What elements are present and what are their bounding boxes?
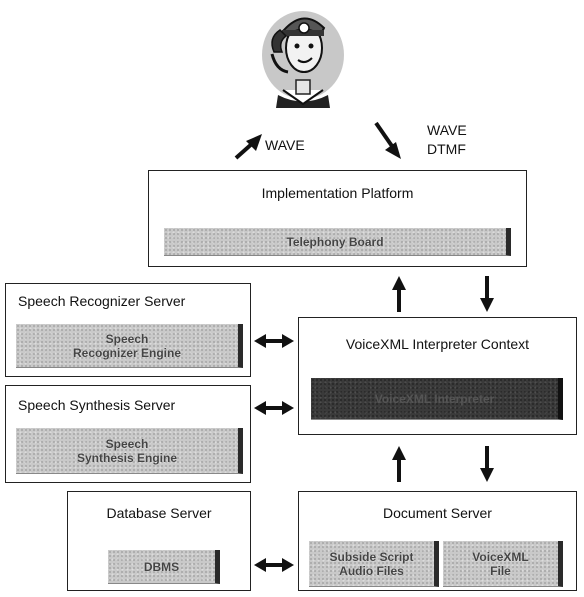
document-up-arrow xyxy=(392,446,406,482)
subside-script-audio-files: Subside Script Audio Files xyxy=(309,541,439,587)
wave-dtmf-down-arrow xyxy=(374,121,401,159)
platform-up-arrow xyxy=(392,276,406,312)
telephone-user-icon xyxy=(262,11,344,108)
synthesis-interpreter-arrow xyxy=(254,401,294,415)
telephony-board-label: Telephony Board xyxy=(286,234,384,249)
document-server-title: Document Server xyxy=(383,505,492,521)
speech-recognizer-engine: Speech Recognizer Engine xyxy=(16,324,243,368)
wave-up-arrow xyxy=(234,134,262,160)
implementation-platform-box: Implementation Platform Telephony Board xyxy=(148,170,527,267)
voicexml-interpreter: VoiceXML Interpreter xyxy=(311,378,563,420)
speech-recognizer-engine-label: Speech Recognizer Engine xyxy=(72,331,182,360)
speech-recognizer-server-title: Speech Recognizer Server xyxy=(18,293,186,309)
database-server-title: Database Server xyxy=(106,505,212,521)
document-down-arrow xyxy=(480,446,494,482)
dbms-label: DBMS xyxy=(143,559,180,574)
speech-synthesis-server-box: Speech Synthesis Server Speech Synthesis… xyxy=(5,385,251,483)
speech-synthesis-server-title: Speech Synthesis Server xyxy=(18,397,176,413)
database-document-arrow xyxy=(254,558,294,572)
wave-up-label: WAVE xyxy=(265,137,305,153)
voicexml-interpreter-context-title: VoiceXML Interpreter Context xyxy=(345,336,530,352)
dtmf-down-label: DTMF xyxy=(427,141,466,157)
subside-script-audio-files-label: Subside Script Audio Files xyxy=(329,549,414,578)
document-server-box: Document Server Subside Script Audio Fil… xyxy=(298,491,577,591)
recognizer-interpreter-arrow xyxy=(254,334,294,348)
voicexml-file: VoiceXML File xyxy=(443,541,563,587)
dbms: DBMS xyxy=(108,550,220,584)
voicexml-interpreter-context-box: VoiceXML Interpreter Context VoiceXML In… xyxy=(298,317,577,435)
telephony-board: Telephony Board xyxy=(164,228,511,256)
speech-synthesis-engine-label: Speech Synthesis Engine xyxy=(76,436,178,465)
wave-down-label: WAVE xyxy=(427,122,467,138)
platform-down-arrow xyxy=(480,276,494,312)
implementation-platform-title: Implementation Platform xyxy=(261,185,414,201)
voicexml-file-label: VoiceXML File xyxy=(472,549,529,578)
database-server-box: Database Server DBMS xyxy=(67,491,251,591)
speech-synthesis-engine: Speech Synthesis Engine xyxy=(16,428,243,474)
speech-recognizer-server-box: Speech Recognizer Server Speech Recogniz… xyxy=(5,283,251,377)
voicexml-interpreter-label: VoiceXML Interpreter xyxy=(374,391,495,406)
